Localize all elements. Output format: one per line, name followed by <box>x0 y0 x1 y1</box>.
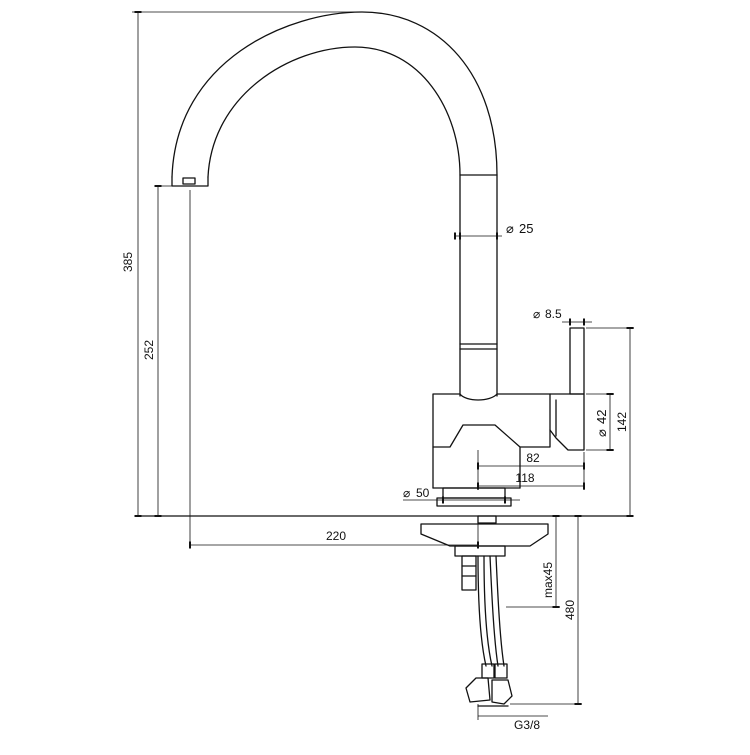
label-50-dia-symbol: ⌀ <box>403 486 410 500</box>
mixer-body <box>432 393 551 448</box>
tick <box>606 449 614 451</box>
tick <box>477 462 479 470</box>
base-ring <box>442 487 506 499</box>
tick <box>552 515 560 517</box>
label-82: 82 <box>526 451 540 465</box>
hose-nut-left <box>465 677 491 703</box>
spout-outer-edge <box>171 11 498 397</box>
tick <box>154 185 162 187</box>
tick <box>454 232 456 240</box>
tick <box>459 232 461 240</box>
lever-handle <box>569 327 585 395</box>
tick <box>626 327 634 329</box>
tick <box>574 515 582 517</box>
mounting-stud <box>454 545 506 557</box>
tick <box>477 541 479 549</box>
spout-tip <box>171 176 209 187</box>
label-42-dia-symbol: ⌀ <box>594 429 609 437</box>
label-142: 142 <box>615 412 629 432</box>
tick <box>504 496 506 504</box>
hose-left <box>477 555 493 667</box>
hose-crimp-right <box>494 663 508 679</box>
tick <box>626 515 634 517</box>
lever-housing <box>549 393 585 451</box>
label-480: 480 <box>563 600 577 620</box>
label-25: 25 <box>519 221 533 236</box>
threaded-rod <box>461 555 477 591</box>
label-50: 50 <box>416 486 430 500</box>
label-385: 385 <box>121 252 135 272</box>
label-220: 220 <box>326 529 346 543</box>
aerator <box>182 177 196 185</box>
label-252: 252 <box>142 340 156 360</box>
tick <box>583 462 585 470</box>
tick <box>189 541 191 549</box>
tick <box>583 318 585 326</box>
tick <box>583 482 585 490</box>
tick <box>477 482 479 490</box>
spout-inner-edge <box>207 46 461 397</box>
label-8-5-dia-symbol: ⌀ <box>533 307 540 321</box>
mounting-plate <box>420 523 549 547</box>
hose-nut-right <box>491 679 513 705</box>
tick <box>134 11 142 13</box>
mounting-nut <box>477 515 497 524</box>
hose-right <box>489 555 505 667</box>
label-25-dia-symbol: ⌀ <box>506 221 514 236</box>
label-118: 118 <box>515 471 534 485</box>
label-42: 42 <box>594 410 609 424</box>
tick <box>574 703 582 705</box>
tick <box>134 515 142 517</box>
dimension-lines <box>132 11 634 720</box>
label-8-5: 8.5 <box>545 307 562 321</box>
label-thread: G3/8 <box>514 718 540 732</box>
dimension-ticks <box>134 11 634 705</box>
faucet-outline <box>135 11 632 707</box>
dimension-labels: 385 252 220 ⌀ 25 ⌀ 8.5 142 ⌀ 42 82 118 ⌀… <box>121 221 629 732</box>
label-max45: max45 <box>541 562 555 598</box>
tick <box>569 318 571 326</box>
tick <box>552 606 560 608</box>
tick <box>606 393 614 395</box>
base-flange <box>436 497 512 507</box>
tick <box>154 515 162 517</box>
tick <box>442 496 444 504</box>
tick <box>496 232 498 240</box>
